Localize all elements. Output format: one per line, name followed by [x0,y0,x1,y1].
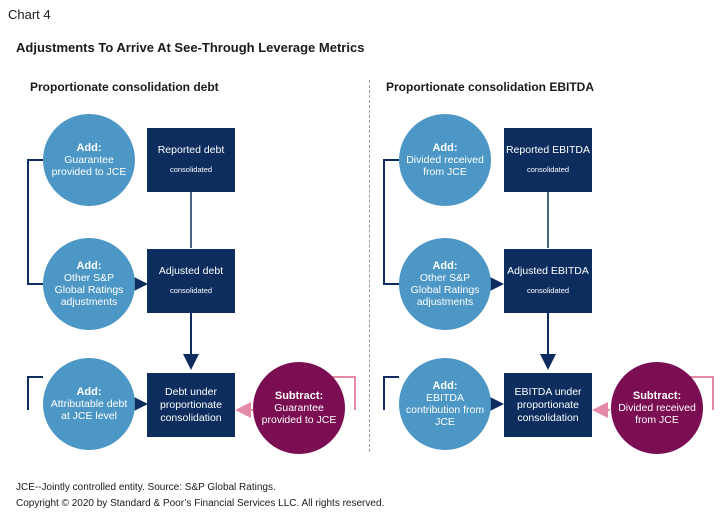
circle-heading: Add: [76,142,102,154]
debt-reported-box: Reported debt consolidated [147,128,235,192]
ebitda-level3-bracket [383,376,399,410]
debt-add-other-adjustments-circle: Add: Other S&P Global Ratings adjustment… [43,238,135,330]
debt-final-box: Debt under proportionate consolidation [147,373,235,437]
circle-text: Guarantee provided to JCE [51,154,127,178]
circle-heading: Add: [432,260,458,272]
debt-subtract-bracket [330,376,356,410]
debt-subtract-guarantee-circle: Subtract: Guarantee provided to JCE [253,362,345,454]
ebitda-subtract-dividend-circle: Subtract: Divided received from JCE [611,362,703,454]
debt-add-bracket [27,159,43,285]
box-label: Adjusted EBITDA [507,265,589,277]
ebitda-subtract-bracket [688,376,714,410]
box-sublabel: consolidated [526,165,570,174]
debt-panel-heading: Proportionate consolidation debt [30,80,219,94]
ebitda-add-contribution-circle: Add: EBITDA contribution from JCE [399,358,491,450]
ebitda-adjusted-box: Adjusted EBITDA consolidated [504,249,592,313]
debt-level3-bracket [27,376,43,410]
box-label: Reported debt [157,144,225,156]
footnote: JCE--Jointly controlled entity. Source: … [16,482,276,493]
box-label: EBITDA under proportionate consolidation [514,385,582,424]
copyright: Copyright © 2020 by Standard & Poor’s Fi… [16,498,385,509]
ebitda-add-other-adjustments-circle: Add: Other S&P Global Ratings adjustment… [399,238,491,330]
circle-heading: Add: [432,380,458,392]
debt-adjusted-box: Adjusted debt consolidated [147,249,235,313]
circle-text: Other S&P Global Ratings adjustments [410,272,480,308]
debt-add-guarantee-circle: Add: Guarantee provided to JCE [43,114,135,206]
box-label: Reported EBITDA [505,144,591,156]
box-sublabel: consolidated [169,165,213,174]
ebitda-reported-box: Reported EBITDA consolidated [504,128,592,192]
box-label: Debt under proportionate consolidation [160,385,222,424]
circle-heading: Subtract: [274,390,324,402]
circle-text: Divided received from JCE [618,402,696,426]
circle-heading: Add: [76,260,102,272]
circle-text: EBITDA contribution from JCE [405,392,485,428]
box-sublabel: consolidated [169,286,213,295]
panel-divider [369,80,370,452]
page-title: Adjustments To Arrive At See-Through Lev… [16,40,365,55]
debt-add-attributable-circle: Add: Attributable debt at JCE level [43,358,135,450]
box-sublabel: consolidated [526,286,570,295]
circle-text: Divided received from JCE [406,154,484,178]
circle-text: Attributable debt at JCE level [50,398,128,422]
circle-text: Guarantee provided to JCE [261,402,337,426]
circle-heading: Add: [76,386,102,398]
circle-heading: Add: [432,142,458,154]
circle-text: Other S&P Global Ratings adjustments [54,272,124,308]
circle-heading: Subtract: [632,390,682,402]
ebitda-panel-heading: Proportionate consolidation EBITDA [386,80,595,94]
ebitda-add-dividend-circle: Add: Divided received from JCE [399,114,491,206]
ebitda-add-bracket [383,159,399,285]
box-label: Adjusted debt [158,265,224,277]
chart-label: Chart 4 [8,7,51,22]
ebitda-final-box: EBITDA under proportionate consolidation [504,373,592,437]
